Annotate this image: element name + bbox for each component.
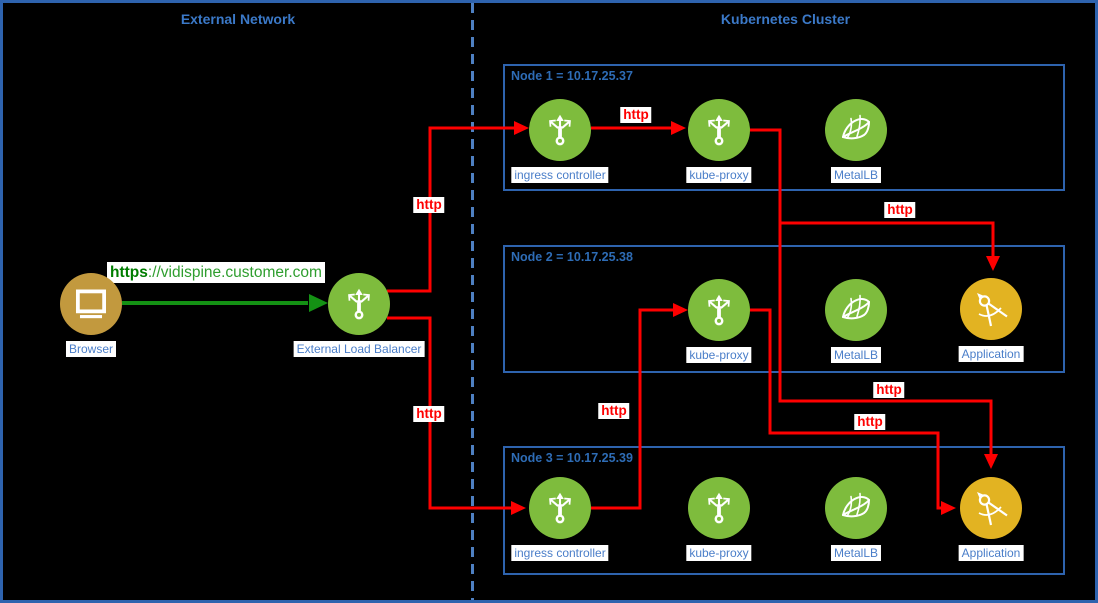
metallb-icon bbox=[842, 294, 870, 320]
node3-kube-proxy-label: kube-proxy bbox=[686, 545, 752, 561]
node2-kube-proxy bbox=[688, 279, 750, 341]
node2-application bbox=[960, 278, 1022, 340]
browser-label: Browser bbox=[65, 341, 117, 357]
node3-application bbox=[960, 477, 1022, 539]
external-load-balancer-label: External Load Balancer bbox=[293, 341, 425, 357]
external-load-balancer-node bbox=[328, 273, 390, 335]
node3-title: Node 3 = 10.17.25.39 bbox=[511, 451, 633, 465]
node2-metallb bbox=[825, 279, 887, 341]
browser-icon bbox=[75, 289, 107, 319]
edge-lb-to-node1-ingress bbox=[387, 126, 514, 293]
https-scheme: https bbox=[110, 264, 148, 281]
metallb-icon bbox=[842, 492, 870, 518]
node1-title: Node 1 = 10.17.25.37 bbox=[511, 69, 633, 83]
kube-proxy-icon bbox=[708, 492, 730, 524]
node1-ingress-controller bbox=[529, 99, 591, 161]
node3-ingress-controller bbox=[529, 477, 591, 539]
node1-metallb bbox=[825, 99, 887, 161]
node3-kube-proxy bbox=[688, 477, 750, 539]
node1-kube-proxy bbox=[688, 99, 750, 161]
arrowhead-lb bbox=[309, 294, 328, 312]
http-label-kubeproxy2-app3: http bbox=[854, 414, 886, 430]
node3-metallb-label: MetalLB bbox=[830, 545, 882, 561]
load-balancer-icon bbox=[348, 288, 370, 320]
node3-metallb bbox=[825, 477, 887, 539]
node2-metallb-label: MetalLB bbox=[830, 347, 882, 363]
http-label-ingress3-kubeproxy2: http bbox=[598, 403, 630, 419]
node1-ingress-controller-label: ingress controller bbox=[511, 167, 609, 183]
http-label-ingress1-kubeproxy1: http bbox=[620, 107, 652, 123]
ingress-controller-icon bbox=[549, 114, 571, 146]
node3-ingress-controller-label: ingress controller bbox=[511, 545, 609, 561]
http-label-kubeproxy1-app3: http bbox=[873, 382, 905, 398]
node2-title: Node 2 = 10.17.25.38 bbox=[511, 250, 633, 264]
ingress-controller-icon bbox=[549, 492, 571, 524]
application-icon bbox=[977, 293, 1008, 327]
node2-kube-proxy-label: kube-proxy bbox=[686, 347, 752, 363]
network-boundary-divider bbox=[471, 3, 474, 600]
http-label-kubeproxy1-app2: http bbox=[884, 202, 916, 218]
external-network-title: External Network bbox=[180, 11, 296, 27]
http-label-lb-node1: http bbox=[413, 197, 445, 213]
application-icon bbox=[977, 492, 1008, 526]
node3-application-label: Application bbox=[958, 545, 1024, 561]
node1-metallb-label: MetalLB bbox=[830, 167, 882, 183]
node2-application-label: Application bbox=[958, 346, 1024, 362]
node1-kube-proxy-label: kube-proxy bbox=[686, 167, 752, 183]
browser-node bbox=[60, 273, 122, 335]
kubernetes-cluster-title: Kubernetes Cluster bbox=[720, 11, 851, 27]
https-url-label: https://vidispine.customer.com bbox=[107, 262, 325, 283]
metallb-icon bbox=[842, 114, 870, 140]
kube-proxy-icon bbox=[708, 114, 730, 146]
https-host: ://vidispine.customer.com bbox=[147, 264, 322, 281]
http-label-lb-node3: http bbox=[413, 406, 445, 422]
kube-proxy-icon bbox=[708, 294, 730, 326]
